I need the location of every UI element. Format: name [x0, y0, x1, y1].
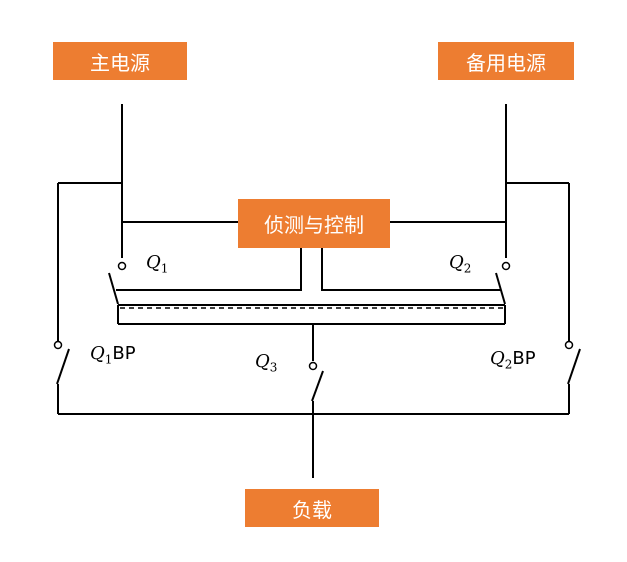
q1-terminal	[117, 261, 127, 271]
q2bp-terminal	[564, 340, 574, 350]
q1-label: Q1	[146, 252, 168, 276]
load-label: 负载	[292, 497, 332, 522]
q1-symbol: Q	[146, 252, 161, 273]
q3-terminal	[308, 361, 318, 371]
q2bp-sub: 2	[504, 357, 513, 372]
q2-label: Q2	[449, 252, 471, 276]
control-line-left	[116, 248, 302, 291]
control-line-right	[321, 248, 501, 291]
q2-terminal	[501, 261, 511, 271]
detect-control-label: 侦测与控制	[264, 213, 364, 237]
q1bp-sub: 1	[104, 352, 113, 367]
detect-control-box: 侦测与控制	[238, 199, 390, 248]
q3-blade	[311, 370, 324, 402]
q1-blade	[108, 272, 119, 305]
q2-blade	[495, 272, 506, 305]
q2bp-blade	[567, 348, 581, 385]
q1bp-label: Q1BP	[90, 343, 136, 367]
q1bp-terminal	[53, 340, 63, 350]
main-power-box: 主电源	[53, 42, 187, 80]
q3-label: Q3	[255, 351, 277, 375]
q2-symbol: Q	[449, 252, 464, 273]
backup-power-box: 备用电源	[438, 42, 574, 80]
q1bp-suffix: BP	[112, 343, 136, 364]
q1-sub: 1	[160, 261, 169, 276]
q3-symbol: Q	[255, 351, 270, 372]
q2bp-label: Q2BP	[490, 348, 536, 372]
q2bp-suffix: BP	[512, 348, 536, 369]
q1bp-blade	[56, 348, 70, 385]
backup-power-label: 备用电源	[466, 50, 546, 75]
q2bp-symbol: Q	[490, 348, 505, 369]
q1bp-symbol: Q	[90, 343, 105, 364]
load-box: 负载	[245, 489, 379, 527]
main-power-label: 主电源	[90, 50, 150, 75]
q2-sub: 2	[463, 261, 472, 276]
q3-sub: 3	[269, 360, 278, 375]
